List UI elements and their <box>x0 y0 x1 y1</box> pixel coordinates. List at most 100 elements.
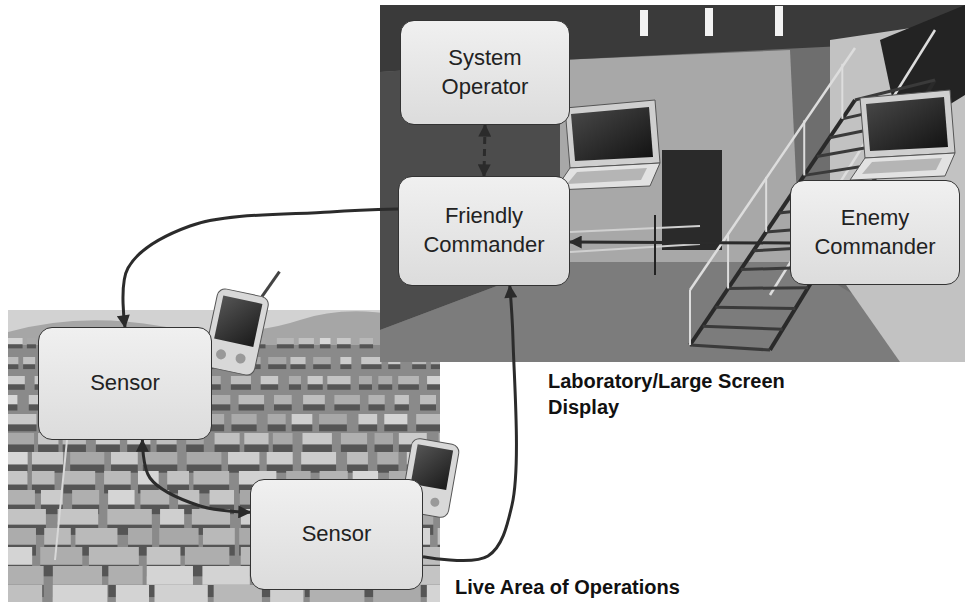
city-buildings <box>23 364 35 369</box>
staircase <box>765 177 767 232</box>
city-buildings <box>358 425 377 432</box>
laptop-icon <box>850 153 955 180</box>
rounded-box: Sensor <box>250 479 423 590</box>
city-buildings <box>299 344 314 348</box>
city-buildings <box>27 338 36 344</box>
box-label: Sensor <box>90 369 160 398</box>
city-buildings <box>313 357 331 364</box>
staircase <box>841 64 843 119</box>
city-buildings <box>147 547 181 565</box>
city-buildings <box>431 364 440 369</box>
city-buildings <box>8 404 17 410</box>
city-buildings <box>274 404 292 410</box>
city-buildings <box>239 404 265 410</box>
city-buildings <box>8 490 35 505</box>
city-buildings <box>108 566 142 585</box>
city-buildings <box>38 445 58 452</box>
city-buildings <box>111 452 138 465</box>
city-buildings <box>8 445 34 452</box>
city-buildings <box>388 364 400 369</box>
laboratory-photo <box>662 150 722 250</box>
city-buildings <box>358 414 377 425</box>
city-buildings <box>337 344 351 348</box>
city-buildings <box>302 433 331 445</box>
staircase <box>728 286 808 290</box>
region-caption: Laboratory/Large Screen Display <box>548 368 838 420</box>
pda-icon <box>430 497 440 507</box>
city-buildings <box>341 445 367 452</box>
city-buildings <box>274 395 292 404</box>
city-buildings <box>239 395 265 404</box>
city-buildings <box>8 344 23 348</box>
connector-arrow <box>423 286 516 560</box>
city-buildings <box>299 338 314 344</box>
city-buildings <box>427 384 440 389</box>
connector-arrow <box>123 209 398 327</box>
city-buildings <box>308 376 323 384</box>
city-buildings <box>116 585 149 602</box>
city-buildings <box>202 566 249 585</box>
city-buildings <box>289 376 301 384</box>
city-buildings <box>40 547 82 565</box>
city-buildings <box>41 490 63 505</box>
pda-icon <box>262 269 280 299</box>
city-buildings <box>143 452 177 465</box>
laboratory-photo <box>380 5 965 362</box>
city-buildings <box>244 445 268 452</box>
city-buildings <box>319 414 347 425</box>
city-buildings <box>360 338 373 344</box>
city-buildings <box>231 414 256 425</box>
aerial-photo <box>8 310 440 602</box>
laboratory-photo <box>570 244 700 252</box>
city-buildings <box>8 364 18 369</box>
city-buildings <box>395 404 409 410</box>
city-buildings <box>416 414 440 425</box>
connector-arrow <box>142 440 250 512</box>
laptop-icon <box>555 163 660 190</box>
city-buildings <box>334 404 360 410</box>
city-buildings <box>427 585 440 602</box>
city-buildings <box>398 376 419 384</box>
box-label: Friendly Commander <box>409 202 559 259</box>
city-buildings <box>268 425 286 432</box>
city-buildings <box>8 509 46 525</box>
staircase <box>803 120 805 175</box>
laboratory-photo <box>570 226 700 232</box>
city-buildings <box>303 404 325 410</box>
city-buildings <box>27 344 36 348</box>
laptop-icon <box>860 90 955 158</box>
city-buildings <box>427 376 440 384</box>
city-buildings <box>301 452 336 465</box>
staircase <box>690 345 770 350</box>
city-buildings <box>186 445 204 452</box>
rounded-box: Sensor <box>38 327 212 440</box>
city-buildings <box>347 452 368 465</box>
city-buildings <box>303 395 325 404</box>
laboratory-photo <box>640 10 648 36</box>
pda-icon <box>202 287 269 376</box>
laboratory-photo <box>705 8 713 36</box>
city-buildings <box>8 547 32 565</box>
city-buildings <box>53 585 108 602</box>
city-buildings <box>377 452 398 465</box>
city-buildings <box>341 433 367 445</box>
city-buildings <box>261 384 278 389</box>
city-buildings <box>8 585 42 602</box>
staircase <box>715 307 795 308</box>
city-buildings <box>277 344 294 348</box>
city-buildings <box>375 445 393 452</box>
city-buildings <box>359 376 372 384</box>
city-buildings <box>215 445 240 452</box>
city-buildings <box>8 433 34 445</box>
rounded-box: Friendly Commander <box>398 176 570 286</box>
city-buildings <box>395 395 409 404</box>
city-buildings <box>361 364 381 369</box>
connector-arrow <box>484 125 485 176</box>
city-buildings <box>8 471 27 485</box>
city-buildings <box>292 425 313 432</box>
city-buildings <box>160 509 184 525</box>
city-buildings <box>8 566 44 585</box>
city-buildings <box>8 425 36 432</box>
city-buildings <box>308 384 323 389</box>
